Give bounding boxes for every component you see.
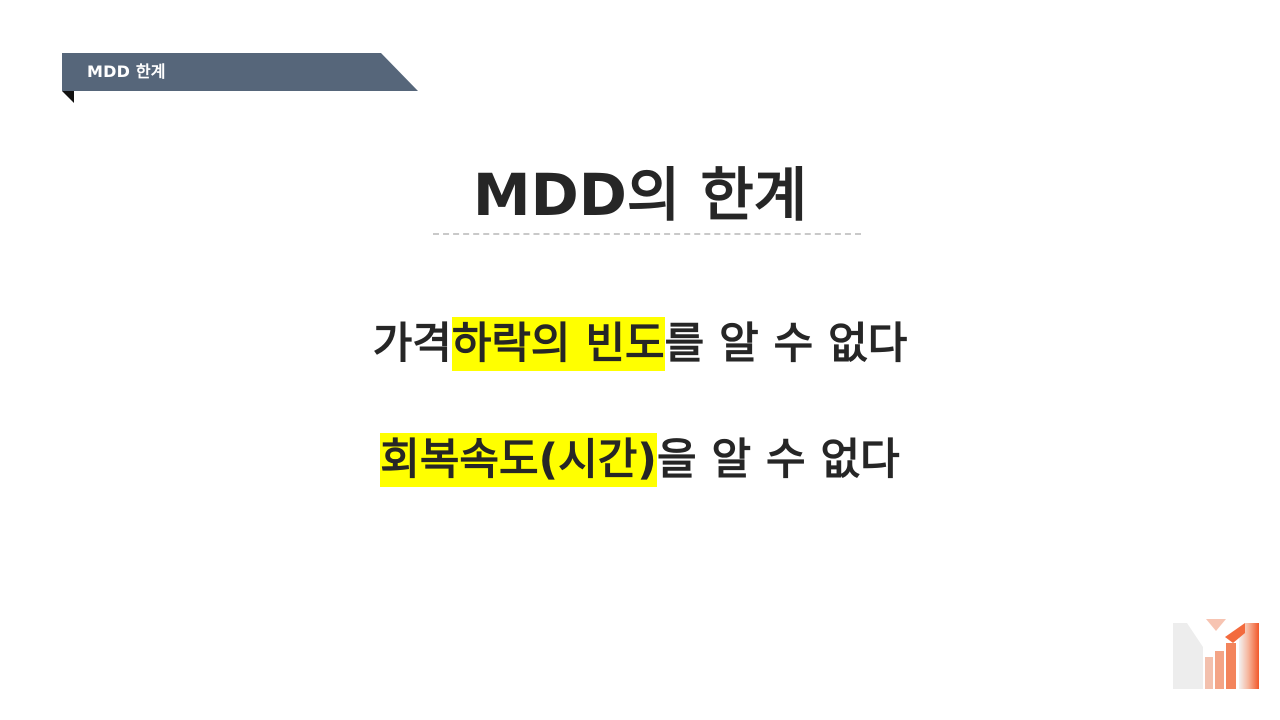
section-tag-label: MDD 한계 (87, 62, 166, 81)
section-tag: MDD 한계 (62, 53, 418, 103)
brand-m-logo-icon (1173, 619, 1259, 689)
section-tag-ribbon (62, 53, 418, 91)
point-line-2: 회복속도(시간)을 알 수 없다 (0, 432, 1280, 488)
point-1-prefix: 가격 (372, 319, 452, 369)
point-line-1: 가격하락의 빈도를 알 수 없다 (0, 316, 1280, 372)
slide-title: MDD의 한계 (472, 161, 808, 229)
point-2-suffix: 을 알 수 없다 (656, 435, 900, 485)
title-divider (433, 233, 861, 235)
point-2-highlight: 회복속도(시간) (380, 433, 657, 487)
point-1-highlight: 하락의 빈도 (451, 317, 665, 371)
point-1-suffix: 를 알 수 없다 (664, 319, 908, 369)
section-tag-fold (62, 91, 74, 103)
